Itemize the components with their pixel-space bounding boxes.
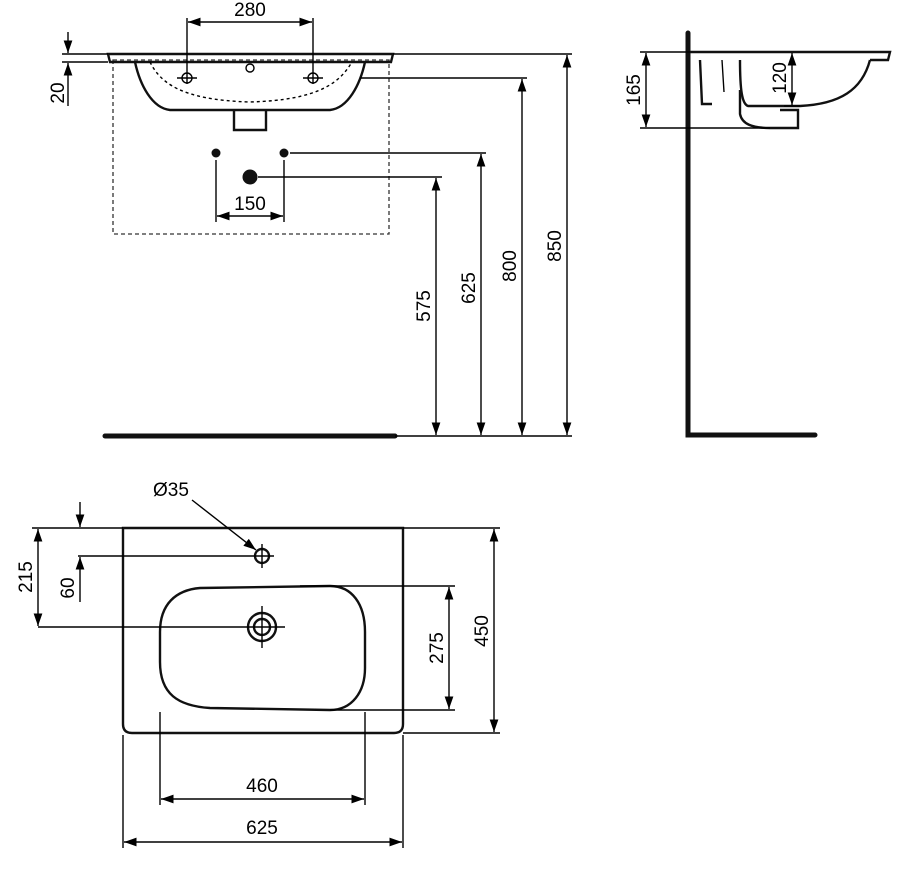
side-basin-bowl [738,59,872,108]
dim-side-depth: 165 [624,74,645,106]
overflow-hole [245,63,255,73]
dim-basin-height: 800 [500,250,521,282]
wall-line [685,30,818,438]
front-view: 280 20 150 575 625 800 850 [48,0,572,439]
dim-rim-height: 850 [545,230,566,262]
dim-overall-depth: 450 [472,615,493,647]
supply-point-left [211,148,221,158]
basin-bowl [133,61,367,112]
side-view: 165 120 [624,30,892,438]
waste-outlet [232,110,268,132]
side-trap [738,90,800,130]
basin-bowl-inner [149,61,353,103]
dim-bowl-length: 275 [427,632,448,664]
dim-waste-height: 575 [414,290,435,322]
dim-bowl-depth: 120 [770,62,791,94]
cabinet-outline [112,59,390,235]
dim-supply-height: 625 [459,272,480,304]
dim-tap-hole-diameter: Ø35 [153,480,189,501]
plan-bowl [158,584,367,712]
dim-bowl-width: 460 [246,776,278,797]
plan-basin-outline [121,526,405,735]
dim-tap-hole-spacing: 280 [234,0,266,21]
basin-rim [106,52,395,64]
supply-point-right [279,148,289,158]
dim-waste-offset: 215 [16,561,37,593]
side-basin-top [690,50,892,62]
dim-rim-thickness: 20 [48,82,69,103]
dim-tap-hole-offset: 60 [58,577,79,598]
plan-view: Ø35 60 215 460 625 275 450 [16,480,500,848]
waste-point [242,169,258,185]
dim-waste-spacing: 150 [234,194,266,215]
dim-overall-width: 625 [246,818,278,839]
